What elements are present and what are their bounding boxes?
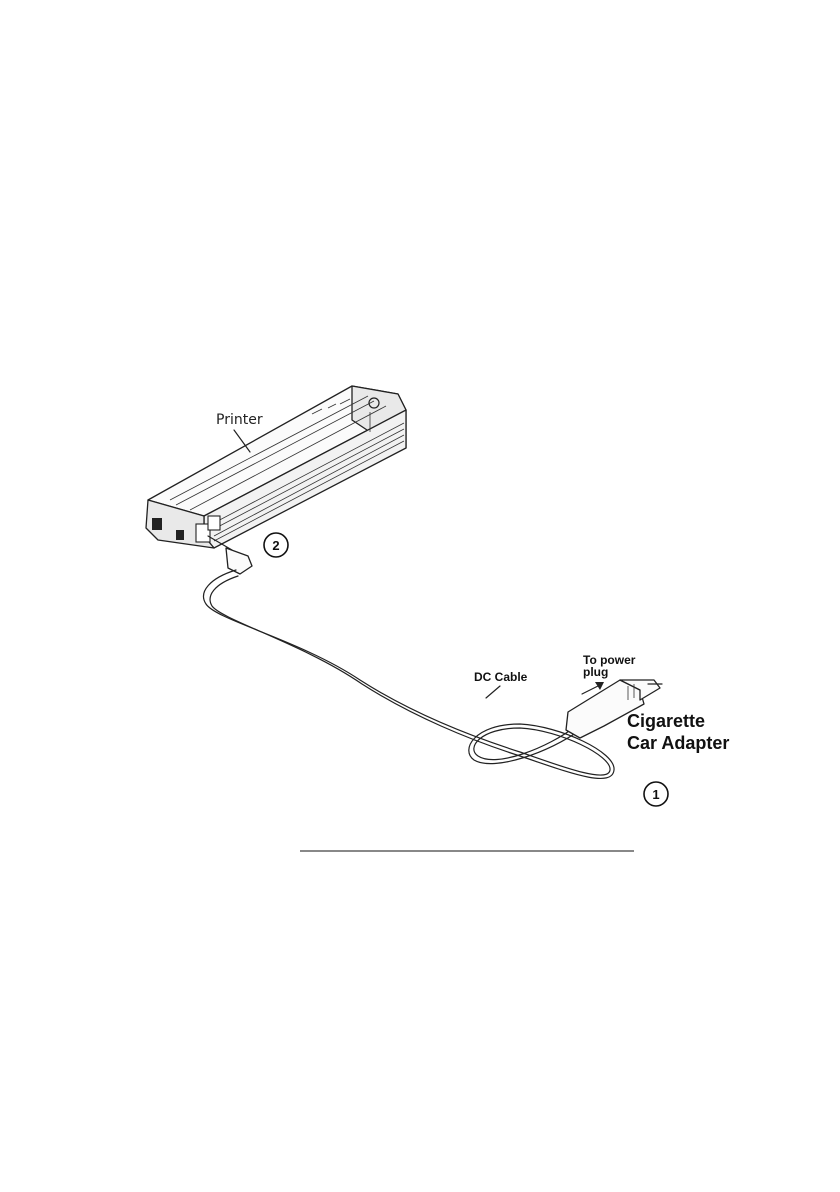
printer-label: Printer	[216, 412, 263, 428]
to-power-label-line2: plug	[583, 665, 608, 679]
step-1-callout: 1	[644, 782, 668, 806]
usb-port-icon	[152, 518, 162, 530]
step-2-number: 2	[272, 538, 279, 553]
step-2-callout: 2	[264, 533, 288, 557]
dc-cable-label: DC Cable	[474, 670, 528, 684]
dc-cable-leader-line	[486, 686, 500, 698]
adapter-label-line1: Cigarette	[627, 711, 705, 731]
dc-cable-illustration	[204, 570, 615, 778]
step-1-number: 1	[652, 787, 659, 802]
port-icon	[176, 530, 184, 540]
printer-illustration	[146, 386, 406, 548]
adapter-label-line2: Car Adapter	[627, 733, 729, 753]
